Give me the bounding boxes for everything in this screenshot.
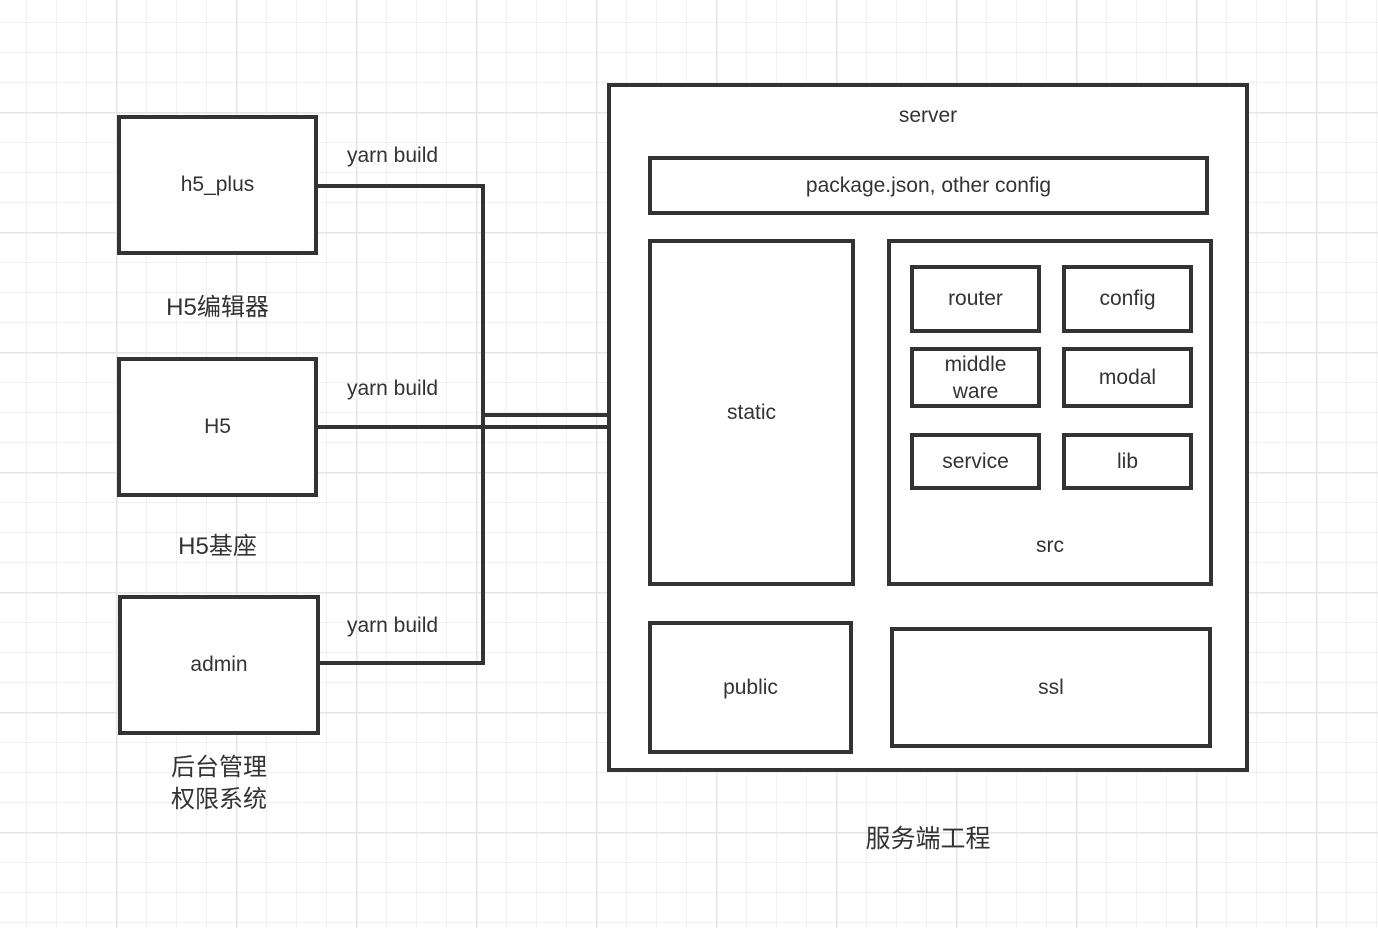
node-lib-label: lib bbox=[1116, 449, 1138, 473]
node-h5plus-label: h5_plus bbox=[180, 173, 255, 196]
node-h5plus: h5_plus bbox=[117, 115, 318, 255]
node-middleware-label: middle ware bbox=[944, 352, 1007, 403]
node-router: router bbox=[910, 265, 1041, 333]
node-modal-label: modal bbox=[1098, 365, 1157, 389]
node-modal: modal bbox=[1062, 347, 1193, 408]
node-router-label: router bbox=[948, 287, 1003, 310]
node-admin-label: admin bbox=[190, 653, 248, 676]
node-h5-label: H5 bbox=[204, 415, 231, 438]
node-static: static bbox=[648, 239, 855, 586]
node-h5: H5 bbox=[117, 357, 318, 497]
caption-admin: 后台管理 权限系统 bbox=[171, 754, 267, 813]
node-public: public bbox=[648, 621, 853, 754]
node-package-config: package.json, other config bbox=[648, 156, 1209, 215]
node-public-label: public bbox=[723, 675, 778, 699]
edge-label-admin: yarn build bbox=[347, 614, 439, 637]
node-config-label: config bbox=[1099, 287, 1156, 310]
node-middleware: middle ware bbox=[910, 347, 1041, 408]
node-service-label: service bbox=[942, 449, 1009, 473]
caption-server: 服务端工程 bbox=[865, 825, 991, 853]
edge-label-h5plus: yarn build bbox=[347, 144, 439, 167]
node-ssl: ssl bbox=[890, 627, 1212, 748]
src-label: src bbox=[1036, 534, 1064, 557]
node-lib: lib bbox=[1062, 433, 1193, 490]
node-ssl-label: ssl bbox=[1038, 675, 1064, 699]
node-static-label: static bbox=[726, 400, 776, 424]
caption-h5: H5基座 bbox=[178, 533, 257, 560]
server-title: server bbox=[898, 104, 958, 127]
edge-label-h5: yarn build bbox=[347, 377, 439, 400]
node-package-config-label: package.json, other config bbox=[805, 173, 1052, 197]
node-service: service bbox=[910, 433, 1041, 490]
node-admin: admin bbox=[118, 595, 320, 735]
caption-h5plus: H5编辑器 bbox=[166, 294, 269, 321]
node-config: config bbox=[1062, 265, 1193, 333]
